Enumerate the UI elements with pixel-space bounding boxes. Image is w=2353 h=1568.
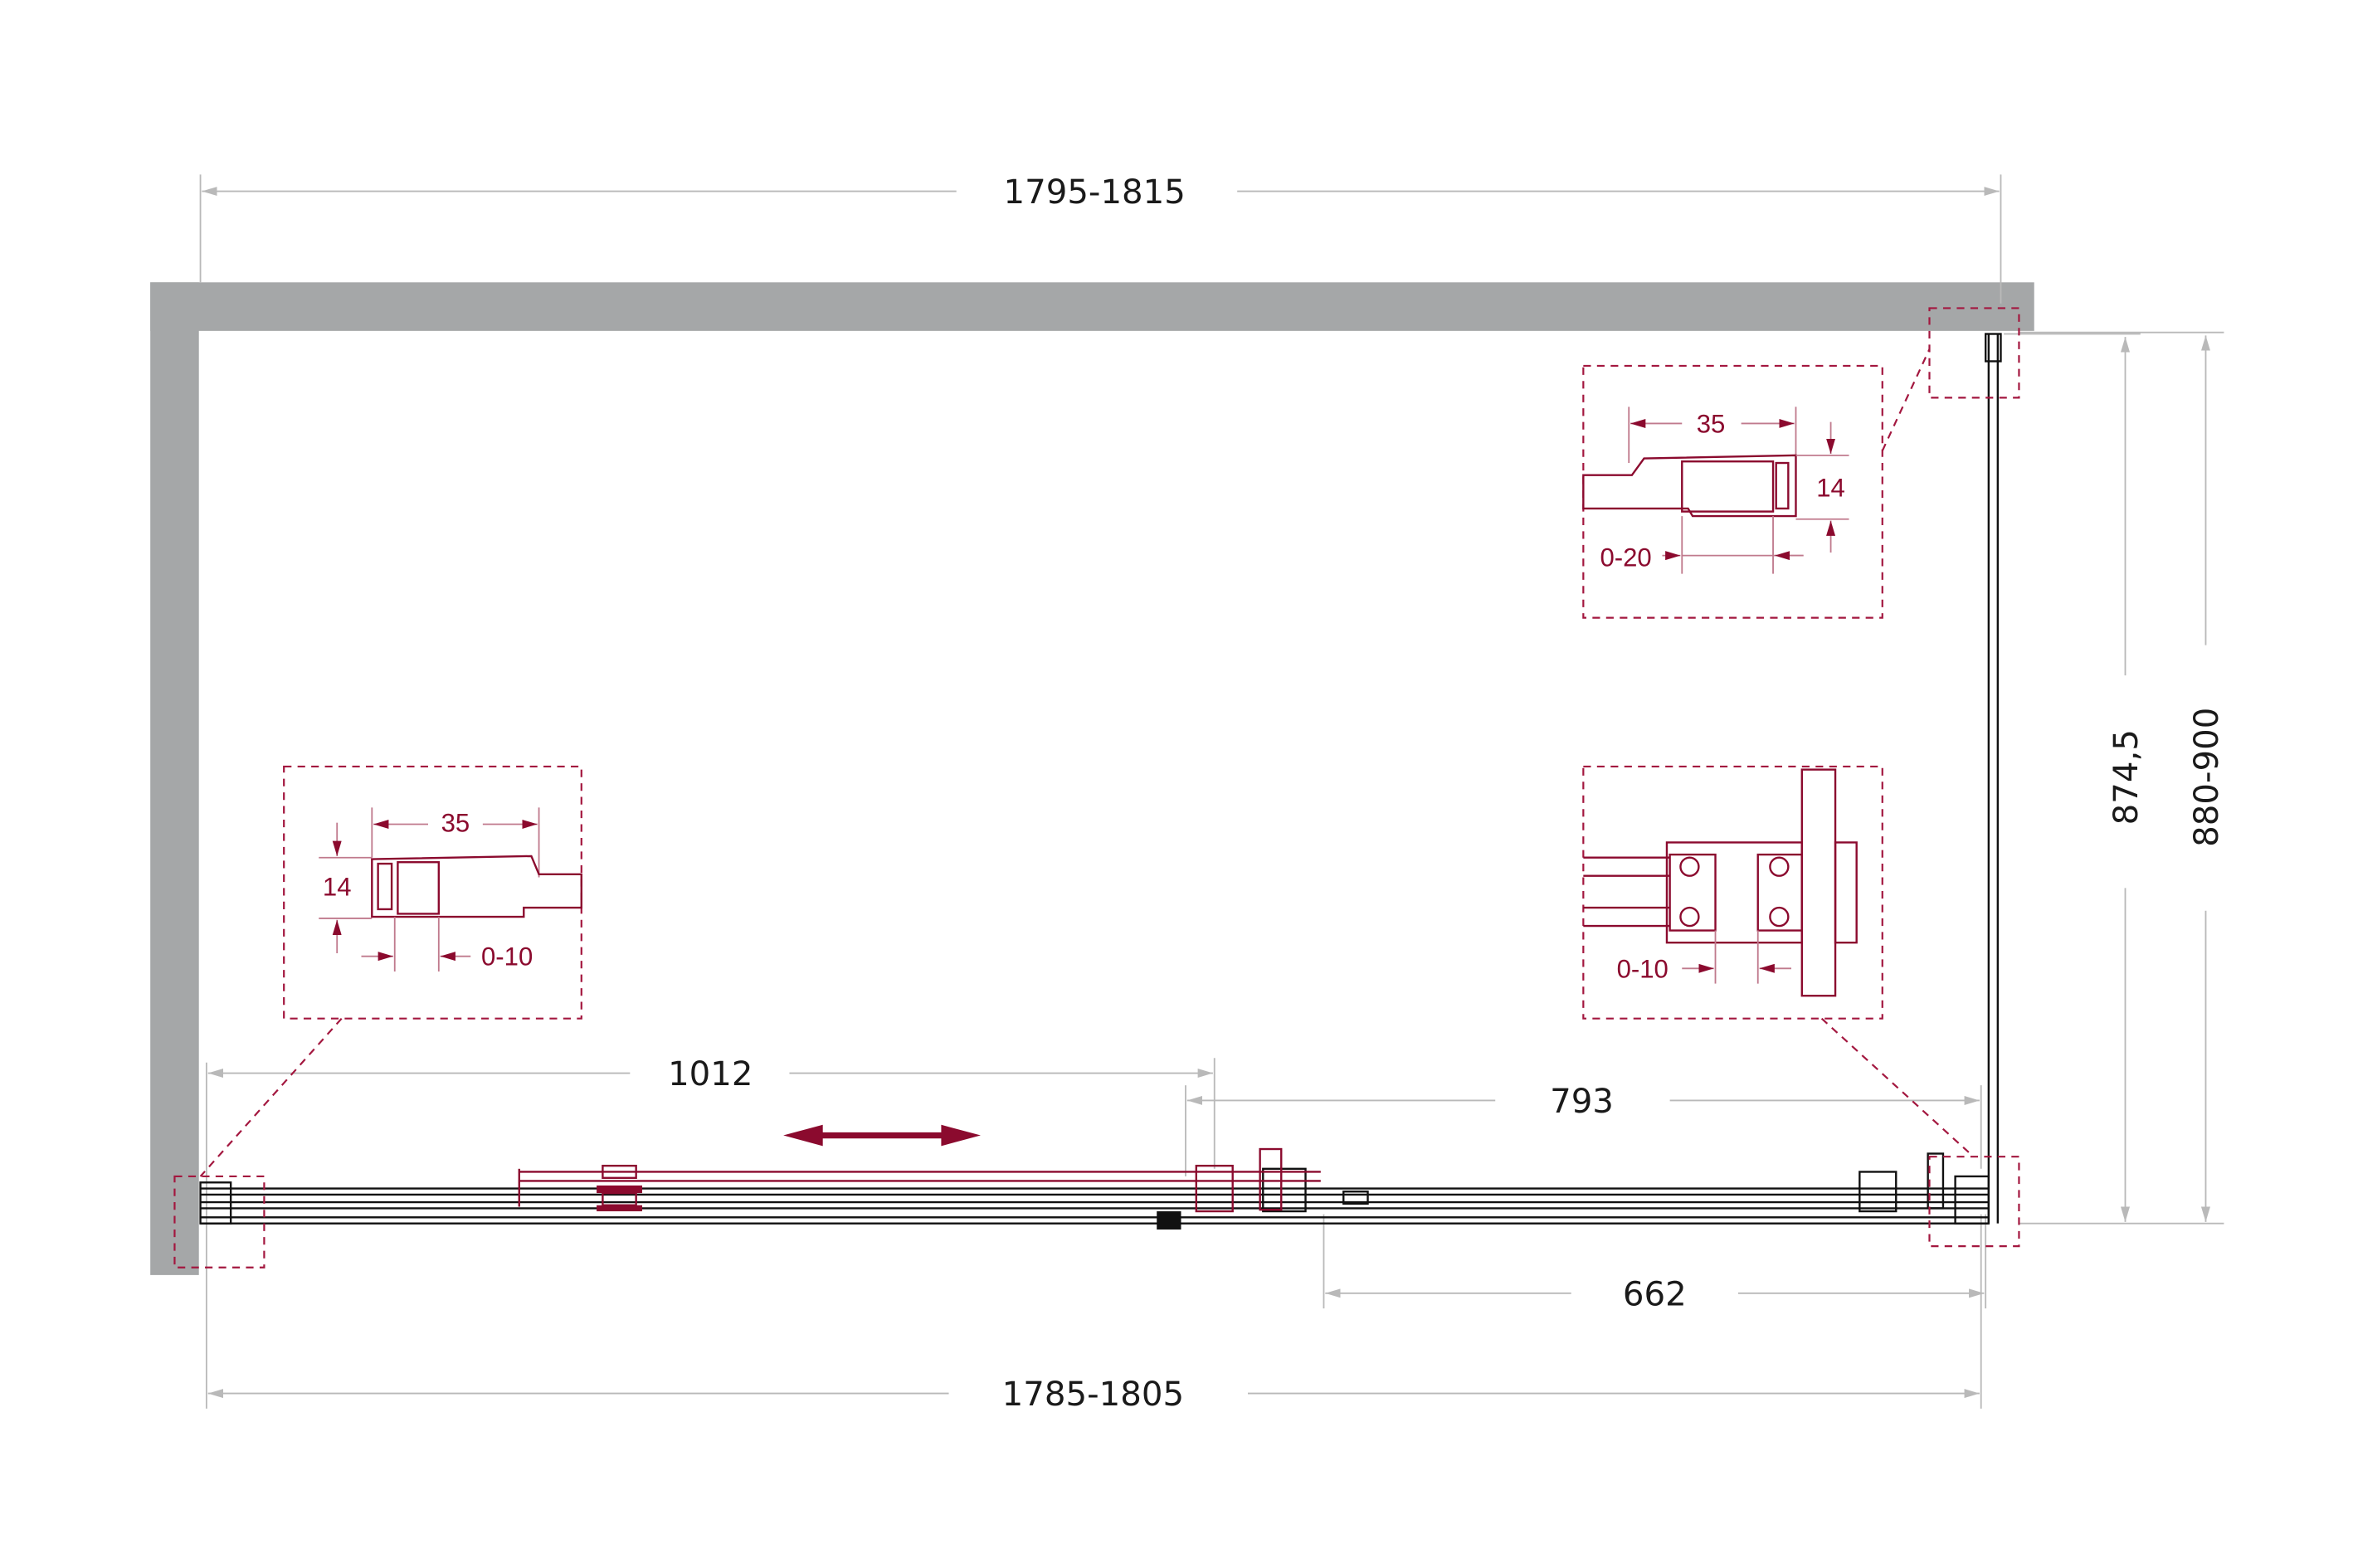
dimension-label: 1012 <box>668 1055 753 1093</box>
side-glass-panel <box>1984 333 2002 1224</box>
dimension-side-range: 880-900 <box>2019 331 2226 1225</box>
slide-direction-arrow-icon <box>783 1124 981 1147</box>
sliding-door <box>518 1147 1321 1213</box>
wall <box>150 282 2034 1275</box>
dimension-label: 1795-1815 <box>1004 173 1186 212</box>
detail-adjust-label: 0-20 <box>1600 543 1651 572</box>
dimension-door-opening: 1012 <box>205 1055 1215 1409</box>
dimension-bottom-width: 1785-1805 <box>207 1214 1982 1414</box>
detail-bottom-right: 0-10 <box>1582 765 1883 1020</box>
detail-adjust-label: 0-10 <box>481 942 533 971</box>
front-rails <box>199 1152 1990 1230</box>
detail-adjust-label: 0-10 <box>1617 954 1669 983</box>
dimension-top-width: 1795-1815 <box>199 173 2002 304</box>
stopper-icon <box>1157 1211 1181 1230</box>
detail-width-label: 35 <box>441 809 470 838</box>
dimension-label: 874,5 <box>2107 729 2146 825</box>
dimension-fixed-panel: 793 <box>1185 1083 1982 1176</box>
detail-width-label: 35 <box>1697 409 1726 438</box>
dimension-inner-panel: 662 <box>1323 1214 1987 1313</box>
dimension-side-height: 874,5 <box>2004 333 2146 1222</box>
detail-height-label: 14 <box>1816 473 1845 502</box>
detail-height-label: 14 <box>323 872 352 901</box>
dimension-label: 1785-1805 <box>1002 1376 1184 1414</box>
callout-markers <box>173 307 2020 1269</box>
detail-top-right: 35 14 0-20 <box>1582 364 1883 619</box>
detail-left: 35 14 0-10 <box>283 765 582 1020</box>
dimension-label: 662 <box>1623 1275 1687 1313</box>
dimension-label: 793 <box>1550 1083 1614 1121</box>
dimension-label: 880-900 <box>2188 708 2226 847</box>
